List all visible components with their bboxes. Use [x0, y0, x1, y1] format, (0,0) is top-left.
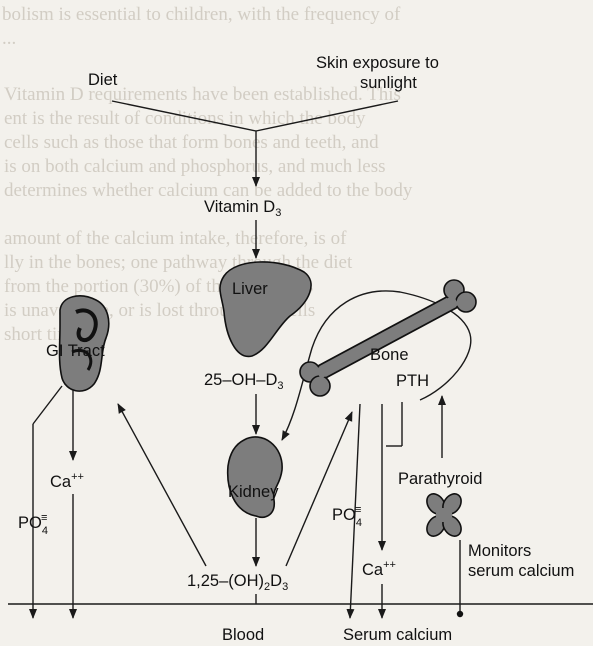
liver-shape	[220, 262, 311, 356]
calcitriol-to-bone-arrow	[286, 412, 352, 566]
kidney-shape	[228, 437, 282, 517]
kidney-label: Kidney	[228, 483, 279, 501]
bg-text-line: amount of the calcium intake, therefore,…	[4, 228, 347, 249]
bone-label: Bone	[370, 346, 409, 364]
bg-text-line: ent is the result of conditions in which…	[4, 108, 366, 129]
gi-tract-label: GI Tract	[46, 342, 105, 360]
skin-exposure-label-line2: sunlight	[360, 74, 417, 92]
bg-text-line: bolism is essential to children, with th…	[2, 4, 401, 25]
bg-text-line: ...	[2, 28, 16, 49]
hydroxy-d3-label: 25–OH–D3	[204, 371, 284, 392]
parathyroid-label: Parathyroid	[398, 470, 482, 488]
liver-label: Liver	[232, 280, 268, 298]
gi-ca-label: Ca++	[50, 471, 84, 491]
skin-exposure-label-line1: Skin exposure to	[316, 54, 439, 72]
pth-label: PTH	[396, 372, 429, 390]
bone-shape	[300, 280, 476, 396]
bg-text-line: is on both calcium and phosphorus, and m…	[4, 156, 386, 177]
diet-label: Diet	[88, 71, 118, 89]
vitamin-d3-label: Vitamin D3	[204, 198, 281, 219]
monitors-label-line1: Monitors	[468, 542, 531, 560]
monitors-label-line2: serum calcium	[468, 562, 574, 580]
calcitriol-label: 1,25–(OH)2D3	[187, 572, 288, 593]
monitor-dot	[457, 611, 463, 617]
bg-text-line: Vitamin D requirements have been establi…	[4, 84, 401, 105]
bone-ca-label: Ca++	[362, 559, 396, 579]
parathyroid-shape	[423, 490, 465, 539]
gi-po4-diagonal	[33, 386, 62, 424]
blood-label: Blood	[222, 626, 264, 644]
bg-text-line: cells such as those that form bones and …	[4, 132, 379, 153]
serum-calcium-label: Serum calcium	[343, 626, 452, 644]
bone-po4-label: PO4≡	[332, 504, 362, 529]
calcitriol-to-gi-arrow	[118, 404, 206, 566]
